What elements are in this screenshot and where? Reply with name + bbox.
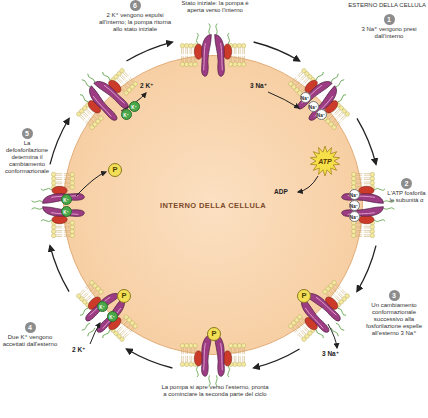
callout-number: 6 xyxy=(130,0,141,11)
sodium-ion: Na⁺ xyxy=(300,92,311,103)
starburst-outline xyxy=(310,146,339,176)
step-description: 3 Na⁺ vengono presi dall'interno xyxy=(352,26,426,40)
step-description: Un cambiamento conformazionale successiv… xyxy=(362,302,426,337)
phosphate-circle: P xyxy=(108,163,122,177)
state-note: La pompa si apre verso l'esterno, pronta… xyxy=(160,384,270,398)
step-callout: 2L'ATP fosforila le subunità α xyxy=(385,178,428,204)
phosphate-label: P xyxy=(211,330,216,338)
atp-burst: ATP xyxy=(310,146,340,176)
sodium-ion: Na⁺ xyxy=(349,200,360,211)
callout-number: 3 xyxy=(389,290,400,301)
ion-arrow xyxy=(328,324,337,348)
adp-label: ADP xyxy=(274,188,288,196)
step-description: 2 K⁺ vengono espulsi all'interno; la pom… xyxy=(95,12,175,33)
ion-count: 2 K⁺ xyxy=(72,346,86,354)
callout-number: 1 xyxy=(384,14,395,25)
region-label: ESTERNO DELLA CELLULA xyxy=(338,2,426,9)
potassium-ion: K⁺ xyxy=(129,101,140,112)
step-description: L'ATP fosforila le subunità α xyxy=(385,190,428,204)
step-callout: 13 Na⁺ vengono presi dall'interno xyxy=(352,14,426,40)
potassium-ion: K⁺ xyxy=(97,301,108,312)
step-callout: 62 K⁺ vengono espulsi all'interno; la po… xyxy=(95,0,175,33)
step-callout: 5La defosforilazione determina il cambia… xyxy=(2,128,52,175)
phosphate-label: P xyxy=(121,292,126,300)
step-callout: 4Due K⁺ vengono accettati dall'esterno xyxy=(2,322,58,348)
cycle-arrow xyxy=(357,246,376,292)
potassium-ion: K⁺ xyxy=(107,311,118,322)
callout-number: 4 xyxy=(25,322,36,333)
step-description: Due K⁺ vengono accettati dall'esterno xyxy=(2,334,58,348)
cycle-arrow xyxy=(254,42,300,61)
sodium-ion: Na⁺ xyxy=(349,189,360,200)
ion-count: 3 Na⁺ xyxy=(322,350,339,358)
step-callout: 3Un cambiamento conformazionale successi… xyxy=(362,290,426,337)
potassium-ion: K⁺ xyxy=(61,206,72,217)
state-note: Stato iniziale: la pompa è aperta verso … xyxy=(176,0,254,14)
sodium-ion: Na⁺ xyxy=(349,211,360,222)
region-label: INTERNO DELLA CELLULA xyxy=(160,201,266,210)
phosphate-circle: P xyxy=(117,289,131,303)
phosphate-circle: P xyxy=(207,327,221,341)
pumps xyxy=(32,24,395,387)
cell-interior: INTERNO DELLA CELLULA ATP P P P P xyxy=(63,55,363,355)
phosphate-label: P xyxy=(301,292,306,300)
ion-count: 2 K⁺ xyxy=(140,82,154,90)
atp-label: ATP xyxy=(318,158,331,165)
ion-count: 3 Na⁺ xyxy=(250,82,267,90)
cycle-arrows xyxy=(37,29,390,382)
sodium-ion: Na⁺ xyxy=(316,109,327,120)
step-description: La defosforilazione determina il cambiam… xyxy=(2,140,52,175)
callout-number: 2 xyxy=(401,178,412,189)
phosphate-label: P xyxy=(112,166,117,174)
phosphate-circle: P xyxy=(297,289,311,303)
cycle-arrow xyxy=(127,349,173,368)
cycle-arrow xyxy=(50,119,69,165)
ion-arrow xyxy=(90,323,100,344)
callout-number: 5 xyxy=(22,128,33,139)
potassium-ion: K⁺ xyxy=(61,194,72,205)
